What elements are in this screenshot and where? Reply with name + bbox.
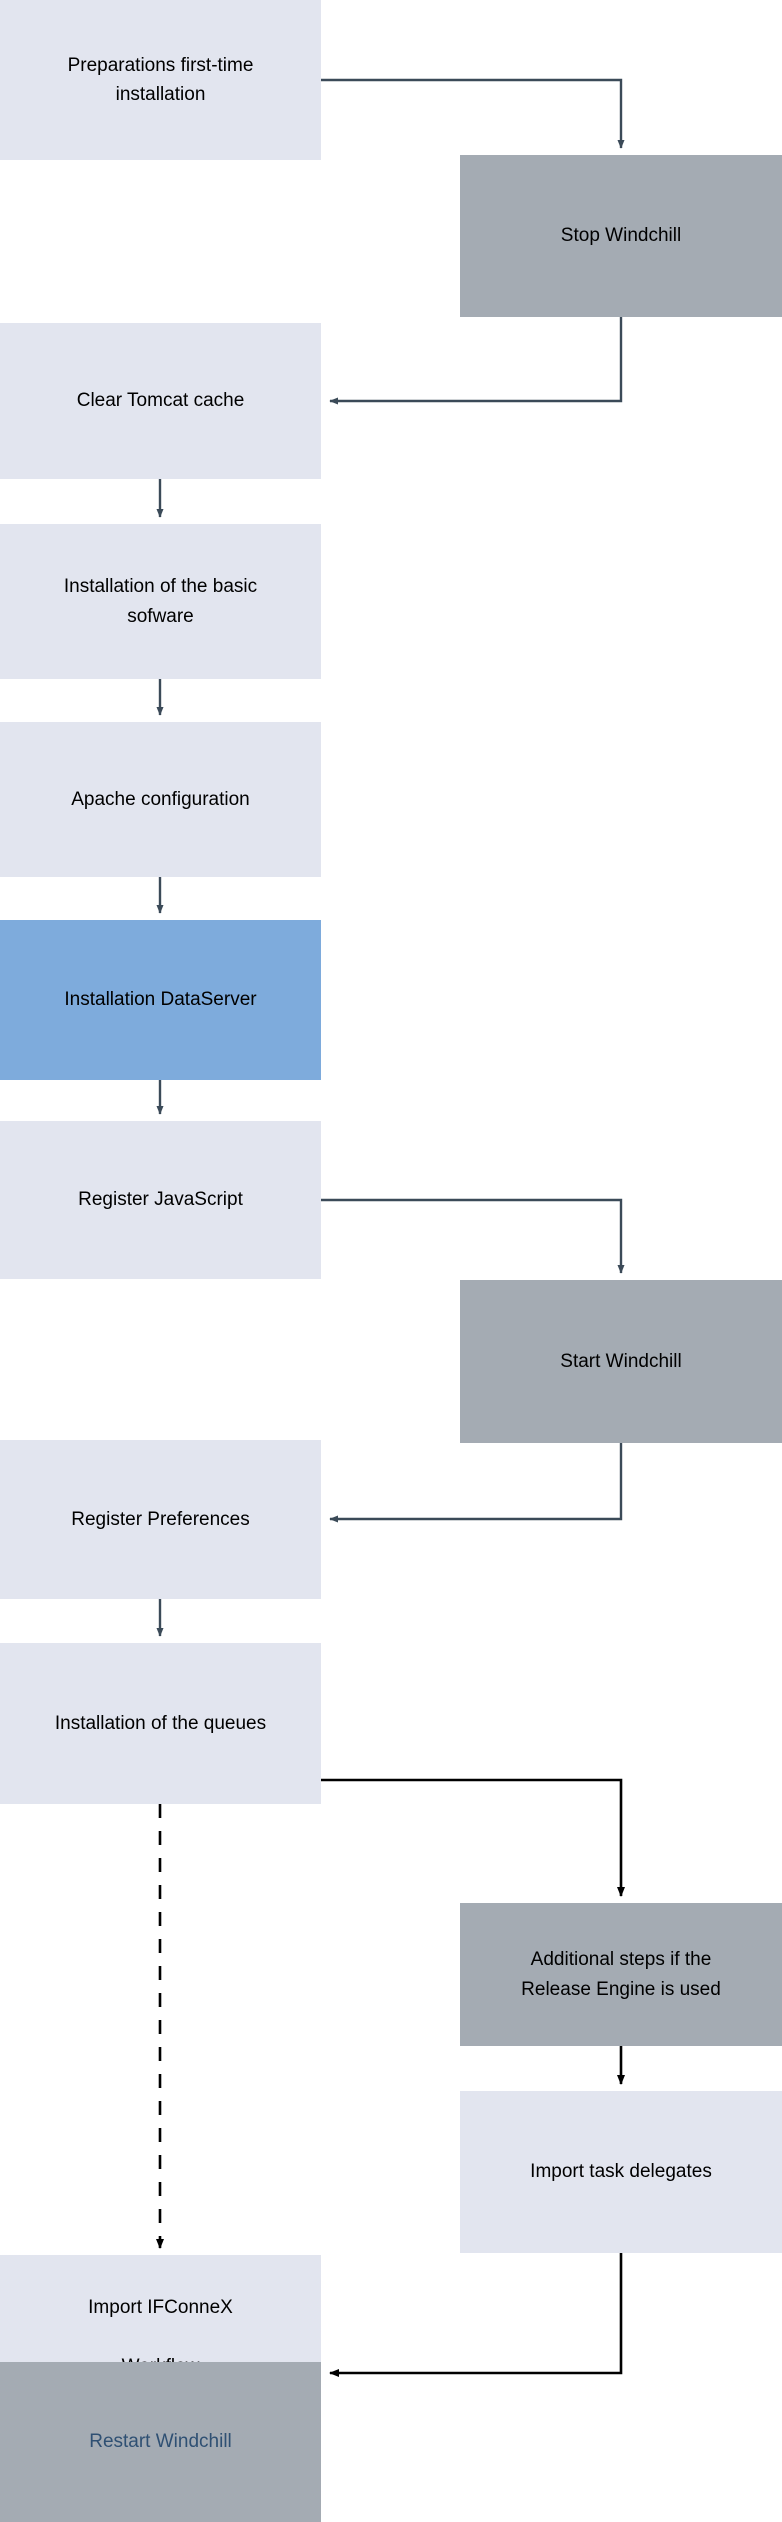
node-start-windchill[interactable]: Start Windchill xyxy=(460,1280,782,1443)
edge-start-to-preferences xyxy=(329,1443,623,1523)
node-installation-of-the-queues[interactable]: Installation of the queues xyxy=(0,1643,321,1804)
node-apache-configuration[interactable]: Apache configuration xyxy=(0,722,321,877)
node-import-task-delegates[interactable]: Import task delegates xyxy=(460,2091,782,2253)
node-installation-dataserver[interactable]: Installation DataServer xyxy=(0,920,321,1080)
edge-prep-to-stop xyxy=(321,78,625,149)
node-clear-tomcat-cache[interactable]: Clear Tomcat cache xyxy=(0,323,321,479)
edge-stop-to-clear xyxy=(329,317,623,405)
node-installation-of-the-basic-software[interactable]: Installation of the basic sofware xyxy=(0,524,321,679)
node-register-preferences[interactable]: Register Preferences xyxy=(0,1440,321,1599)
edge-javascript-to-start xyxy=(321,1198,625,1274)
node-register-javascript[interactable]: Register JavaScript xyxy=(0,1121,321,1279)
edge-delegates-to-ifconnex xyxy=(329,2253,623,2378)
node-additional-steps-release-engine[interactable]: Additional steps if the Release Engine i… xyxy=(460,1903,782,2046)
node-stop-windchill[interactable]: Stop Windchill xyxy=(460,155,782,317)
node-restart-windchill[interactable]: Restart Windchill xyxy=(0,2362,321,2522)
edge-queues-to-release xyxy=(321,1778,626,1897)
node-preparations-first-time-installation[interactable]: Preparations first-time installation xyxy=(0,0,321,160)
